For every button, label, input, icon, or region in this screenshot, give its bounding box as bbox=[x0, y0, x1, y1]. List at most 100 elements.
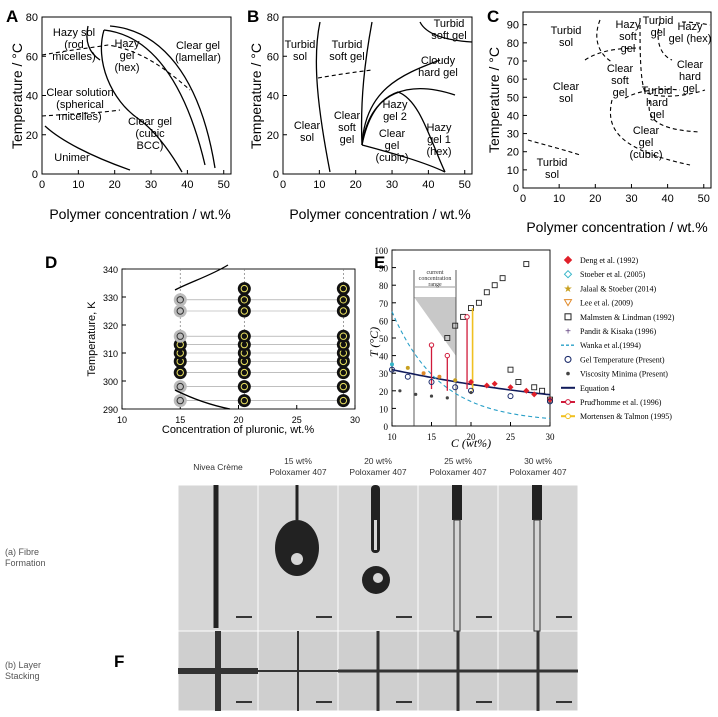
panel-e-reference-point bbox=[405, 365, 410, 370]
panel-d-sample-core bbox=[240, 296, 249, 304]
panel-d-xtick-label: 10 bbox=[117, 415, 127, 425]
panel-a-region-label: (rod bbox=[64, 39, 84, 51]
panel-e-ytick-label: 20 bbox=[379, 387, 389, 397]
panel-e-legend-label: Mortensen & Talmon (1995) bbox=[580, 412, 672, 421]
panel-e-letter: E bbox=[374, 253, 385, 272]
legend-swatch-dot bbox=[566, 371, 570, 376]
panel-c-region-label: gel bbox=[683, 83, 698, 95]
panel-e-malmsten-point bbox=[499, 275, 506, 282]
panel-c-ytick-label: 50 bbox=[507, 92, 519, 104]
panel-b-region-label: Turbid bbox=[285, 39, 316, 51]
panel-c-dash-1 bbox=[596, 19, 613, 63]
panel-d-sample-core bbox=[339, 332, 348, 340]
panel-e-viscosity-point bbox=[445, 396, 449, 400]
panel-e-xtick-label: 10 bbox=[388, 432, 398, 442]
panel-b-cubic-boundary-1 bbox=[361, 144, 446, 173]
panel-b-xtick-label: 40 bbox=[422, 179, 434, 191]
panel-c-ytick-label: 90 bbox=[507, 20, 519, 32]
panel-d-sample-core bbox=[339, 296, 348, 304]
panel-b-hardgel-boundary bbox=[361, 59, 441, 146]
panel-b-region-label: (cubic) bbox=[375, 152, 408, 164]
panel-c-ytick-label: 60 bbox=[507, 74, 519, 86]
panel-c-xtick-label: 30 bbox=[625, 193, 637, 205]
panel-c-ytick-label: 0 bbox=[513, 183, 519, 195]
panel-c-region-label: Clear bbox=[607, 63, 634, 75]
panel-b-region-label: Clear bbox=[294, 120, 321, 132]
panel-e-legend-label: Wanka et al.(1994) bbox=[580, 341, 641, 350]
panel-b-region-label: Clear bbox=[334, 110, 361, 122]
panel-d-sample-marker bbox=[173, 329, 187, 343]
panel-d-sample-core bbox=[176, 382, 184, 391]
panel-b-region-label: hard gel bbox=[418, 67, 458, 79]
panel-e-malmsten-point bbox=[452, 322, 459, 329]
panel-d-sample-core bbox=[339, 396, 348, 405]
panel-d-sample-marker bbox=[336, 282, 350, 296]
panel-b-xtick-label: 10 bbox=[313, 179, 325, 191]
panel-c-xtick-label: 40 bbox=[661, 193, 673, 205]
panel-b-region-label: Clear bbox=[379, 128, 406, 140]
panel-c-xtick-label: 0 bbox=[520, 193, 526, 205]
panel-e-legend-label: Jalaal & Stoeber (2014) bbox=[580, 284, 657, 293]
panel-c-region-label: gel (hex) bbox=[669, 33, 712, 45]
panel-e-malmsten-point bbox=[444, 335, 451, 341]
panel-e-legend-label: Viscosity Minima (Present) bbox=[580, 370, 668, 379]
panel-f-column-heading: Poloxamer 407 bbox=[429, 467, 486, 477]
panel-e-deng-point bbox=[507, 384, 514, 391]
legend-swatch-triangle bbox=[563, 299, 573, 307]
panel-d-sample-core bbox=[176, 368, 184, 377]
panel-d-sample-marker bbox=[336, 329, 350, 343]
panel-d-ylabel: Temperature, K bbox=[86, 301, 98, 377]
panel-a-ytick-label: 40 bbox=[26, 91, 38, 103]
panel-f-fibre-20 bbox=[371, 485, 380, 553]
panel-a-region-label: Clear solution bbox=[46, 87, 113, 99]
panel-d-sample-core bbox=[339, 284, 348, 293]
panel-c-dash-9 bbox=[681, 21, 711, 26]
panel-d-sample-core bbox=[339, 307, 348, 315]
panel-d-sample-core bbox=[176, 296, 184, 304]
panel-e-ytick-label: 70 bbox=[379, 299, 389, 309]
panel-a-region-label: gel bbox=[120, 50, 135, 62]
panel-c-xlabel: Polymer concentration / wt.% bbox=[526, 219, 707, 235]
panel-c-region-label: gel bbox=[651, 27, 666, 39]
panel-f-droplet-15 bbox=[275, 520, 319, 576]
panel-e-xtick-label: 15 bbox=[427, 432, 437, 442]
panel-f-row-label: (b) Layer bbox=[5, 660, 41, 670]
panel-e-prudhomme-point bbox=[444, 352, 450, 359]
panel-e-legend-label: Prud'homme et al. (1996) bbox=[580, 398, 662, 407]
panel-c-dash-2 bbox=[584, 47, 641, 61]
panel-a-region-label: (lamellar) bbox=[175, 52, 221, 64]
panel-e-viscosity-point bbox=[469, 390, 473, 395]
panel-e-reference-point bbox=[421, 371, 426, 376]
panel-e-prudhomme-point bbox=[464, 314, 470, 320]
panel-c-region-label: (cubic) bbox=[629, 149, 662, 161]
panel-d-sample-core bbox=[176, 307, 184, 315]
panel-e-annotation-2: concentration bbox=[419, 276, 452, 282]
panel-e-wanka-line bbox=[391, 311, 551, 420]
panel-c-region-label: gel bbox=[639, 137, 654, 149]
legend-swatch-plus: + bbox=[565, 327, 571, 338]
panel-c-region-label: sol bbox=[559, 93, 573, 105]
legend-swatch-circle bbox=[565, 413, 571, 420]
panel-a-ytick-label: 0 bbox=[32, 169, 38, 181]
panel-e-gel-point bbox=[507, 393, 514, 400]
panel-d-sample-marker bbox=[336, 394, 350, 408]
panel-d-sample-marker bbox=[237, 394, 251, 408]
panel-f-droplet-hole-15 bbox=[291, 553, 303, 565]
panel-b-region-label: Turbid bbox=[434, 18, 465, 30]
panel-c-region-label: sol bbox=[545, 169, 559, 181]
panel-e-xlabel: C (wt%) bbox=[451, 436, 491, 450]
panel-f-column-heading: 15 wt% bbox=[284, 456, 312, 466]
panel-b-softgel-boundary bbox=[360, 21, 373, 146]
panel-c-region-label: gel bbox=[613, 87, 628, 99]
panel-e-viscosity-point bbox=[398, 389, 402, 393]
panel-c-region-label: sol bbox=[559, 37, 573, 49]
panel-d-ytick-label: 320 bbox=[103, 321, 118, 331]
panel-b-xtick-label: 20 bbox=[350, 179, 362, 191]
panel-e-prudhomme-point bbox=[428, 342, 435, 348]
panel-d-sample-marker bbox=[237, 380, 251, 394]
panel-d-ytick-label: 300 bbox=[103, 377, 118, 387]
panel-f-fibre-25-top bbox=[452, 485, 462, 520]
